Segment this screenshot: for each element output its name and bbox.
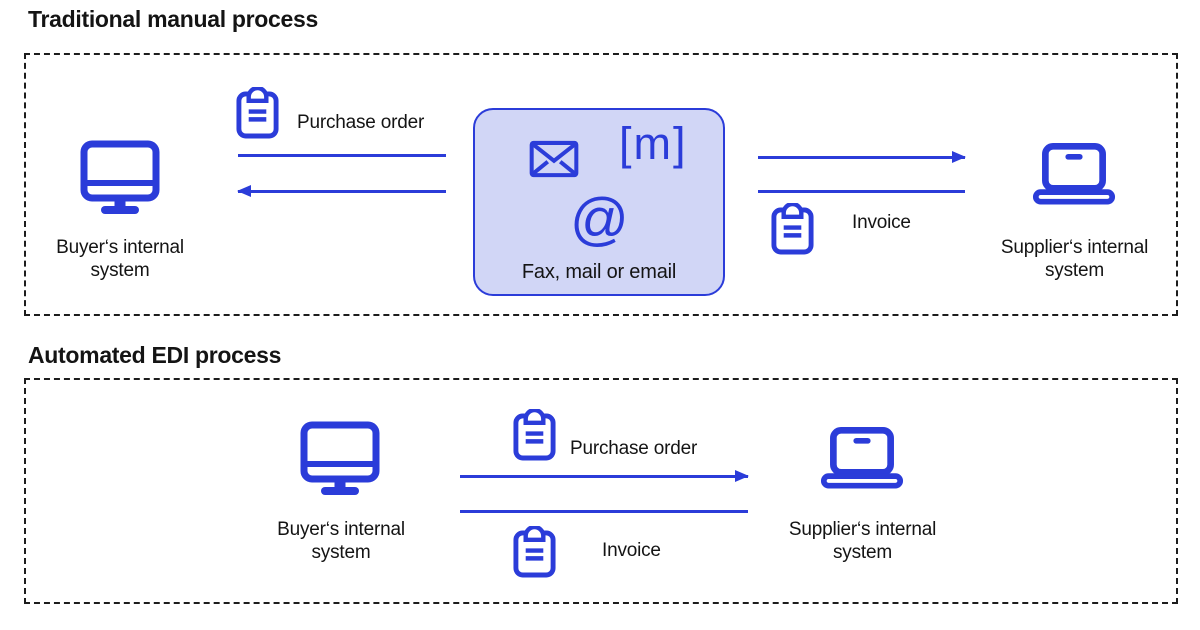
section-title-traditional: Traditional manual process	[28, 6, 319, 32]
invoice-label: Invoice	[602, 540, 661, 561]
invoice-arrow-channel-to-buyer	[237, 185, 446, 198]
section-title-automated: Automated EDI process	[28, 342, 282, 368]
arrowhead-right-icon	[952, 151, 966, 164]
supplier-system-label: Supplier‘s internal system	[1000, 237, 1149, 281]
invoice-line-supplier-to-buyer	[460, 510, 748, 513]
desktop-monitor-icon	[300, 421, 380, 499]
invoice-line-supplier-to-channel	[758, 190, 965, 193]
invoice-label: Invoice	[852, 212, 911, 233]
traditional-diagram-box	[24, 53, 1178, 316]
purchase-order-label: Purchase order	[297, 112, 425, 133]
laptop-icon	[820, 425, 904, 491]
arrowhead-left-icon	[237, 185, 251, 198]
desktop-monitor-icon	[80, 140, 160, 218]
clipboard-icon	[512, 409, 557, 462]
arrowhead-right-icon	[735, 470, 749, 483]
laptop-icon	[1032, 141, 1116, 207]
fax-mail-email-box: [m] @ Fax, mail or email	[473, 108, 725, 296]
channel-label: Fax, mail or email	[521, 261, 677, 283]
monogram-m-icon: [m]	[619, 118, 688, 169]
at-sign-icon: @	[570, 187, 629, 252]
purchase-order-label: Purchase order	[570, 438, 698, 459]
envelope-icon	[529, 140, 579, 178]
purchase-order-arrow-channel-to-supplier	[758, 151, 966, 164]
clipboard-icon	[770, 203, 815, 256]
buyer-system-label: Buyer‘s internal system	[56, 237, 184, 281]
automated-diagram-box	[24, 378, 1178, 604]
clipboard-icon	[235, 87, 280, 140]
purchase-order-arrow-buyer-to-supplier	[460, 470, 749, 483]
purchase-order-line-buyer-to-channel	[238, 154, 446, 157]
clipboard-icon	[512, 526, 557, 579]
supplier-system-label: Supplier‘s internal system	[788, 519, 937, 563]
buyer-system-label: Buyer‘s internal system	[277, 519, 405, 563]
